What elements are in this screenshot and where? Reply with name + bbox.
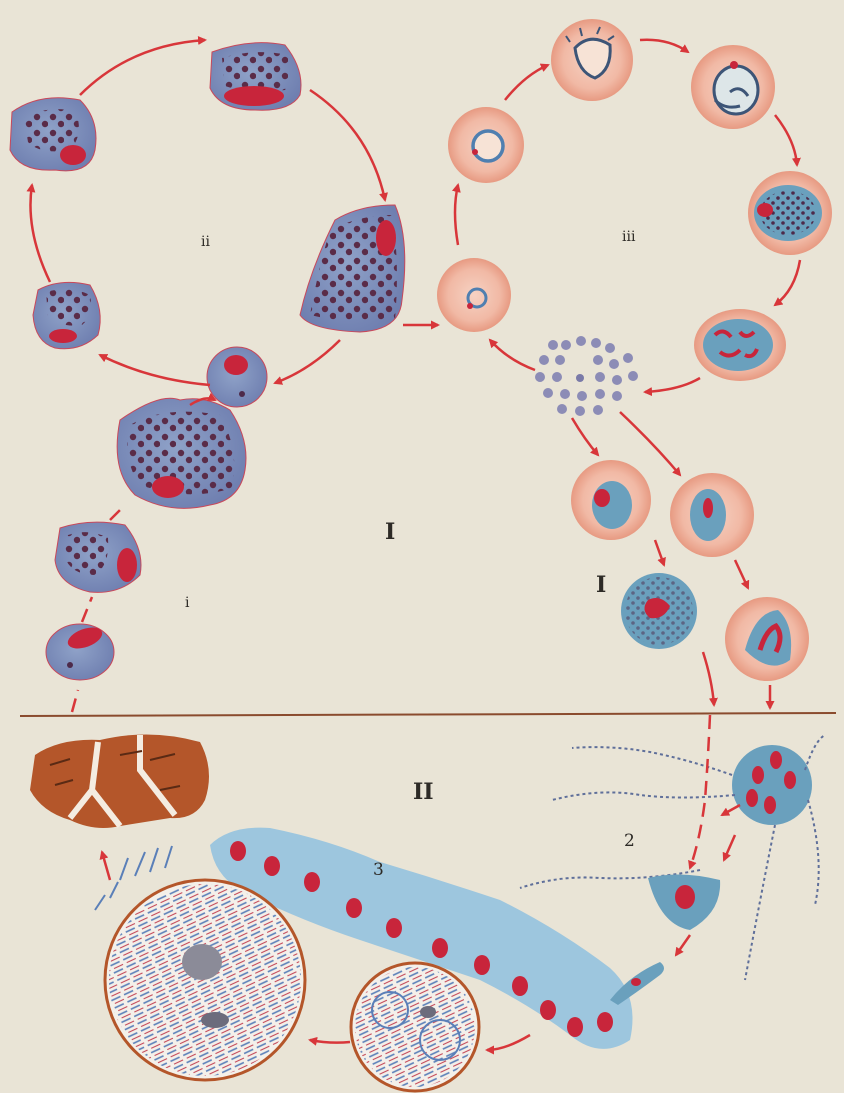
arrow-icon xyxy=(455,185,458,245)
oocyst-small xyxy=(351,963,479,1091)
microgametocyte xyxy=(725,597,809,681)
gametocyte-branch: I I xyxy=(385,460,809,681)
arrow-icon xyxy=(690,715,710,868)
merozoite-cluster xyxy=(535,336,638,416)
arrow-icon xyxy=(505,65,548,100)
liver-tissue xyxy=(30,734,209,828)
label-phase-I-left: I xyxy=(385,519,395,545)
erythrocyte-schizont-late xyxy=(694,309,786,381)
arrow-icon xyxy=(30,185,50,282)
cycle-iii-group: iii xyxy=(437,19,832,416)
arrow-icon xyxy=(275,340,340,383)
tissue-cell-i-1 xyxy=(46,623,114,680)
arrow-icon xyxy=(490,340,535,370)
label-cycle-i: i xyxy=(185,595,190,611)
tissue-cell-ii-5 xyxy=(207,347,267,407)
arrow-icon xyxy=(110,505,125,520)
cycle-i-group: i xyxy=(46,398,246,680)
erythrocyte-gametocyte-young-2 xyxy=(670,473,754,557)
arrow-icon xyxy=(775,260,800,305)
erythrocyte-gametocyte-young-1 xyxy=(571,460,651,540)
macrogametocyte xyxy=(621,573,697,649)
label-phase-II: II xyxy=(413,779,434,805)
oocyst-large xyxy=(105,880,305,1080)
tissue-cell-ii-2 xyxy=(210,43,301,111)
erythrocyte-schizont-early xyxy=(748,171,832,255)
cycle-ii-group: ii xyxy=(10,43,405,407)
tissue-cell-ii-3 xyxy=(300,205,405,332)
erythrocyte-trophozoite xyxy=(691,45,775,129)
arrow-icon xyxy=(82,597,92,622)
arrow-icon xyxy=(310,1040,350,1043)
arrow-icon xyxy=(640,40,688,52)
arrow-icon xyxy=(775,115,797,165)
tissue-cell-i-2 xyxy=(55,522,141,592)
arrow-icon xyxy=(722,805,740,815)
label-phase-I-right: I xyxy=(596,572,606,598)
exflagellating-microgametocyte xyxy=(732,745,812,825)
arrow-icon xyxy=(72,690,78,712)
erythrocyte-amoeboid xyxy=(551,19,633,101)
arrow-icon xyxy=(80,40,205,95)
label-cycle-ii: ii xyxy=(201,234,210,250)
arrow-icon xyxy=(310,90,385,200)
arrow-icon xyxy=(487,1035,530,1050)
erythrocyte-ring-1 xyxy=(437,258,511,332)
arrow-icon xyxy=(102,852,110,880)
arrow-icon xyxy=(676,935,690,955)
label-cycle-iii: iii xyxy=(622,229,636,245)
arrow-icon xyxy=(703,652,714,705)
erythrocyte-ring-2 xyxy=(448,107,524,183)
arrow-icon xyxy=(645,378,700,392)
schizont-tissue-large xyxy=(117,398,246,508)
arrow-icon xyxy=(735,560,748,588)
label-3: 3 xyxy=(373,860,384,880)
tissue-cell-ii-4 xyxy=(33,282,100,348)
tissue-cell-ii-1 xyxy=(10,98,96,171)
arrow-icon xyxy=(655,540,664,565)
label-2: 2 xyxy=(624,831,635,851)
arrow-icon xyxy=(724,835,735,860)
phase-II-group: II 2 3 xyxy=(30,715,825,1091)
phase-divider-line xyxy=(20,713,836,716)
arrow-icon xyxy=(572,418,598,455)
arrow-icon xyxy=(100,355,210,385)
zygote xyxy=(648,874,720,930)
